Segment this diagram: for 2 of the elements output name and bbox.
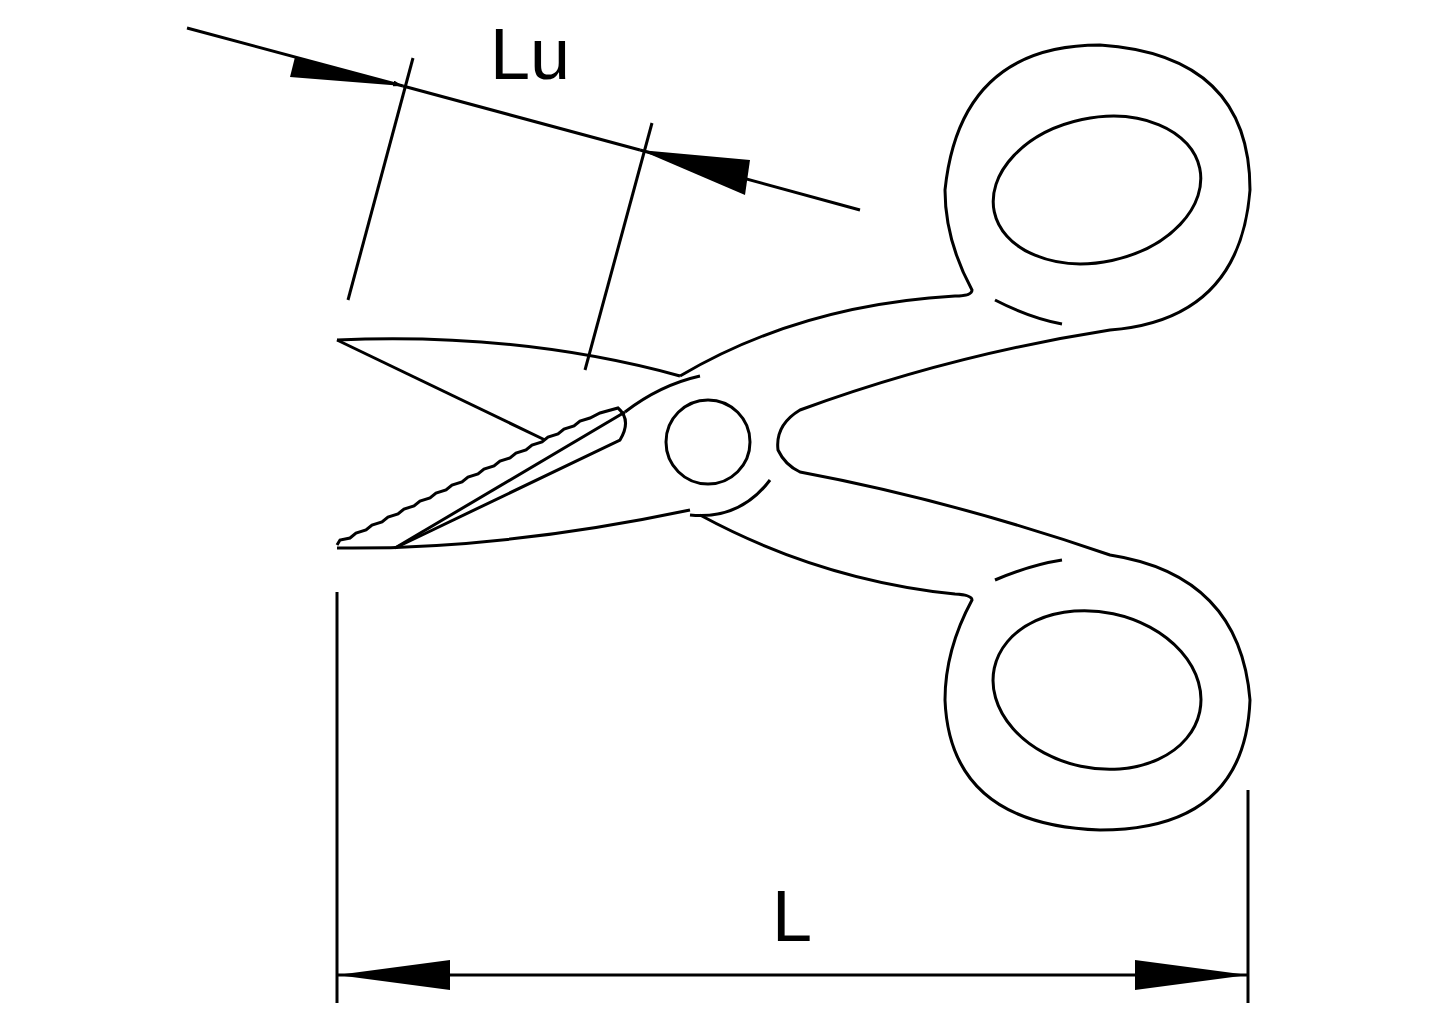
dimension-label: L — [772, 880, 813, 952]
dimension-label: Lu — [490, 18, 571, 90]
